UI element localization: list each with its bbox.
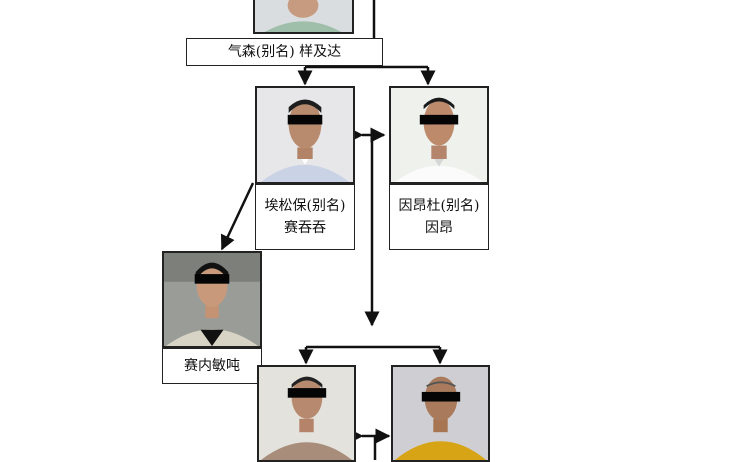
label-small: 赛内敏吨 xyxy=(162,348,262,384)
censor-bar-bottom-left xyxy=(287,388,327,398)
label-left-line2: 赛吞吞 xyxy=(284,220,326,236)
photo-right xyxy=(389,86,489,184)
censor-bar-left xyxy=(287,114,323,125)
label-right-line2: 因昂 xyxy=(425,220,453,236)
photo-bottom-right xyxy=(391,365,490,462)
label-left-line1: 埃松保(别名) xyxy=(264,198,346,214)
label-left: 埃松保(别名) 赛吞吞 xyxy=(255,184,355,250)
photo-left xyxy=(255,86,355,184)
connector-diagonal xyxy=(220,182,255,251)
censor-bar-small xyxy=(194,274,230,284)
label-small-text: 赛内敏吨 xyxy=(184,358,240,374)
label-top-text: 气森(别名) 样及达 xyxy=(227,44,342,60)
censor-bar-bottom-right xyxy=(421,391,461,402)
photo-small xyxy=(162,251,262,348)
label-top: 气森(别名) 样及达 xyxy=(186,38,383,66)
photo-top xyxy=(253,0,354,34)
label-right-line1: 因昂杜(别名) xyxy=(398,198,480,214)
label-right: 因昂杜(别名) 因昂 xyxy=(389,184,489,250)
photo-bottom-left xyxy=(257,365,356,462)
censor-bar-right xyxy=(419,114,459,125)
